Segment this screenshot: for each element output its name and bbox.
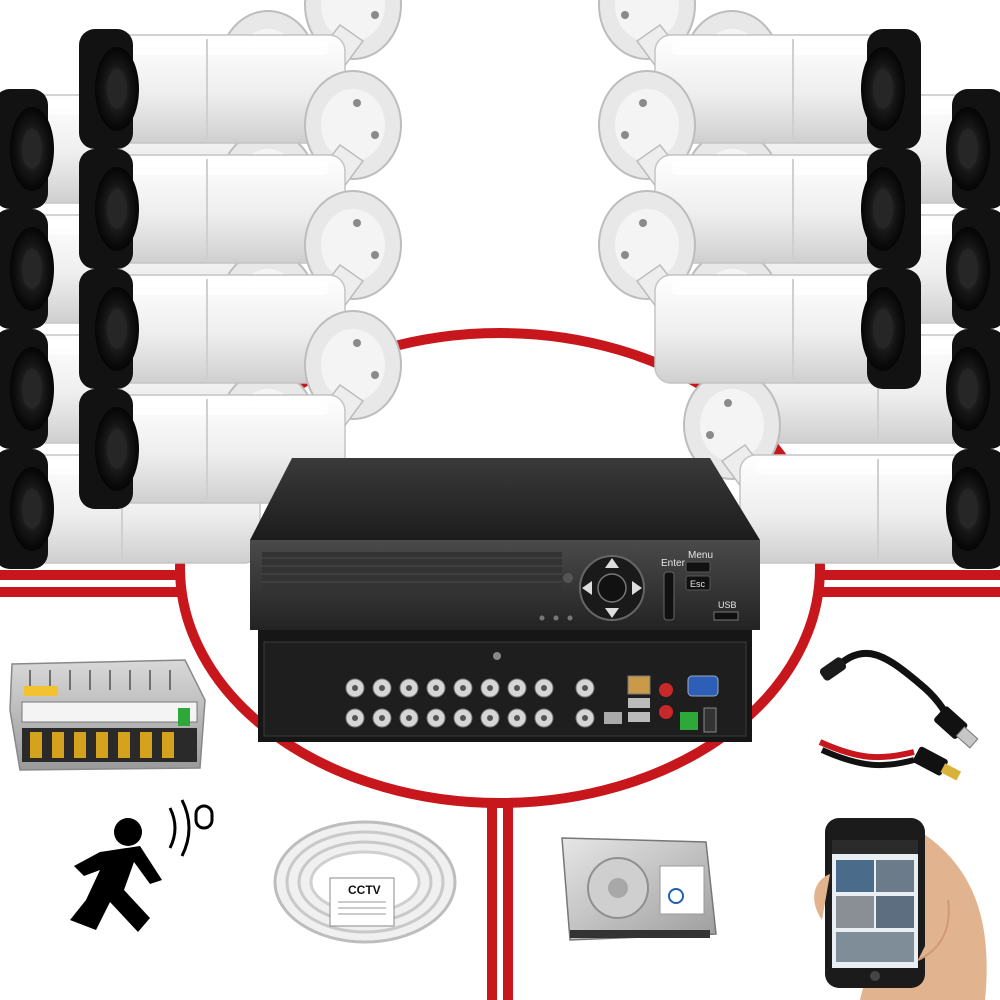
power-supply [9,659,206,771]
connection-wires [0,328,1000,1000]
smartphone-app [814,818,987,1000]
enter-label: Enter [661,558,686,569]
esc-label: Esc [690,579,706,589]
dvr-dpad [579,555,645,621]
usb-label: USB [718,600,737,610]
menu-label: Menu [688,550,713,561]
dvr-recorder: Enter Menu Esc USB [250,458,760,742]
bnc-pigtail-cable [818,649,979,781]
running-man-icon [70,799,214,932]
cable-coil: CCTV [273,820,457,944]
dvr-rear-panel [258,630,752,742]
cable-tag-label: CCTV [348,883,381,897]
hard-disk-drive [561,837,717,941]
